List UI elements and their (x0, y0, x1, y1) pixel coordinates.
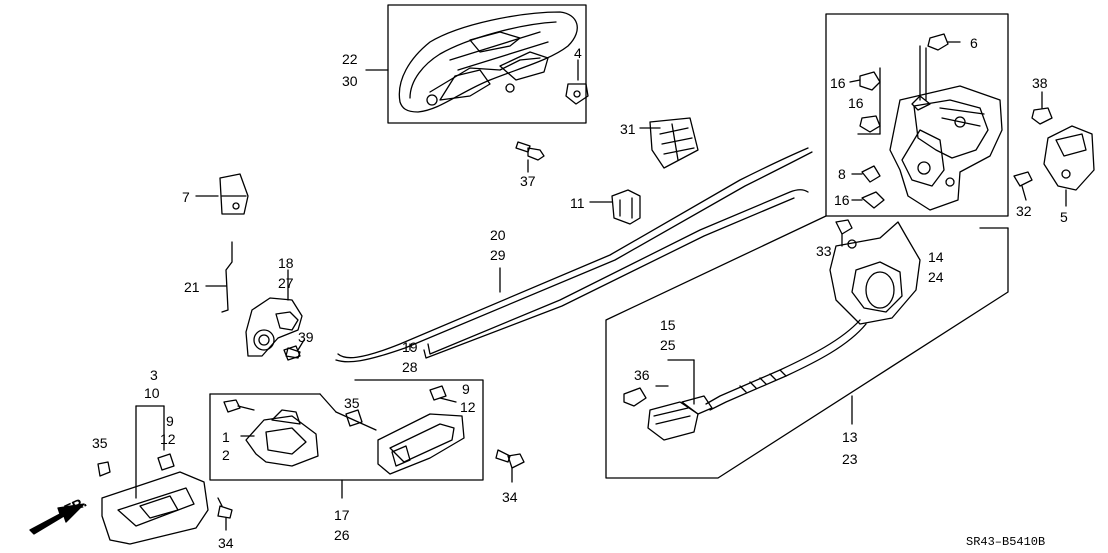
callout-17: 17 (334, 507, 350, 523)
callout-7: 7 (182, 189, 190, 205)
callout-24: 24 (928, 269, 944, 285)
callout-34-b: 34 (218, 535, 234, 551)
connector-group (623, 359, 713, 441)
callout-2: 2 (222, 447, 230, 463)
callout-5: 5 (1060, 209, 1068, 225)
callout-35-b: 35 (344, 395, 360, 411)
part-21-rod (205, 241, 233, 313)
callout-9-a: 9 (166, 413, 174, 429)
part-34-screw (495, 449, 525, 483)
callout-11: 11 (570, 195, 585, 211)
callout-27: 27 (278, 275, 294, 291)
part-4-clip (565, 59, 589, 105)
part-37-bolt (515, 141, 545, 173)
inner-handle-right-group (209, 379, 484, 499)
callout-28: 28 (402, 359, 418, 375)
callout-14: 14 (928, 249, 944, 265)
callout-1: 1 (222, 429, 230, 445)
part-18-latch (245, 269, 305, 359)
callout-36: 36 (634, 367, 650, 383)
part-5-striker (1043, 125, 1095, 207)
callout-34-a: 34 (502, 489, 518, 505)
part-7-clip (195, 173, 249, 215)
callout-20: 20 (490, 227, 506, 243)
diagram-code: SR43–B5410B (966, 535, 1046, 549)
callout-37: 37 (520, 173, 536, 189)
callout-31: 31 (620, 121, 636, 137)
callout-38: 38 (1032, 75, 1048, 91)
callout-3: 3 (150, 367, 158, 383)
outer-handle-group (365, 4, 587, 124)
part-31-bracket (639, 117, 699, 169)
callout-33: 33 (816, 243, 832, 259)
callout-19: 19 (402, 339, 418, 355)
callout-9-b: 9 (462, 381, 470, 397)
callout-4: 4 (574, 45, 582, 61)
callout-25: 25 (660, 337, 676, 353)
part-11-clip (589, 189, 641, 225)
callout-6: 6 (970, 35, 978, 51)
callout-13: 13 (842, 429, 858, 445)
callout-16-a: 16 (830, 75, 846, 91)
latch-assembly-group (825, 13, 1009, 229)
callout-21: 21 (184, 279, 200, 295)
part-39-screw (283, 345, 301, 361)
actuator-group (605, 215, 1009, 479)
callout-18: 18 (278, 255, 294, 271)
part-32-screw (1013, 171, 1033, 201)
part-38-bolt (1031, 91, 1053, 125)
callout-39: 39 (298, 329, 314, 345)
callout-15: 15 (660, 317, 676, 333)
callout-12-a: 12 (160, 431, 176, 447)
inner-handle-left (97, 405, 233, 545)
callout-23: 23 (842, 451, 858, 467)
callout-32: 32 (1016, 203, 1032, 219)
callout-29: 29 (490, 247, 506, 263)
callout-16-c: 16 (834, 192, 850, 208)
callout-10: 10 (144, 385, 160, 401)
front-arrow (29, 503, 85, 535)
callout-22: 22 (342, 51, 358, 67)
callout-8: 8 (838, 166, 846, 182)
callout-16-b: 16 (848, 95, 864, 111)
callout-26: 26 (334, 527, 350, 543)
rods (335, 147, 813, 363)
callout-35-a: 35 (92, 435, 108, 451)
callout-12-b: 12 (460, 399, 476, 415)
callout-30: 30 (342, 73, 358, 89)
